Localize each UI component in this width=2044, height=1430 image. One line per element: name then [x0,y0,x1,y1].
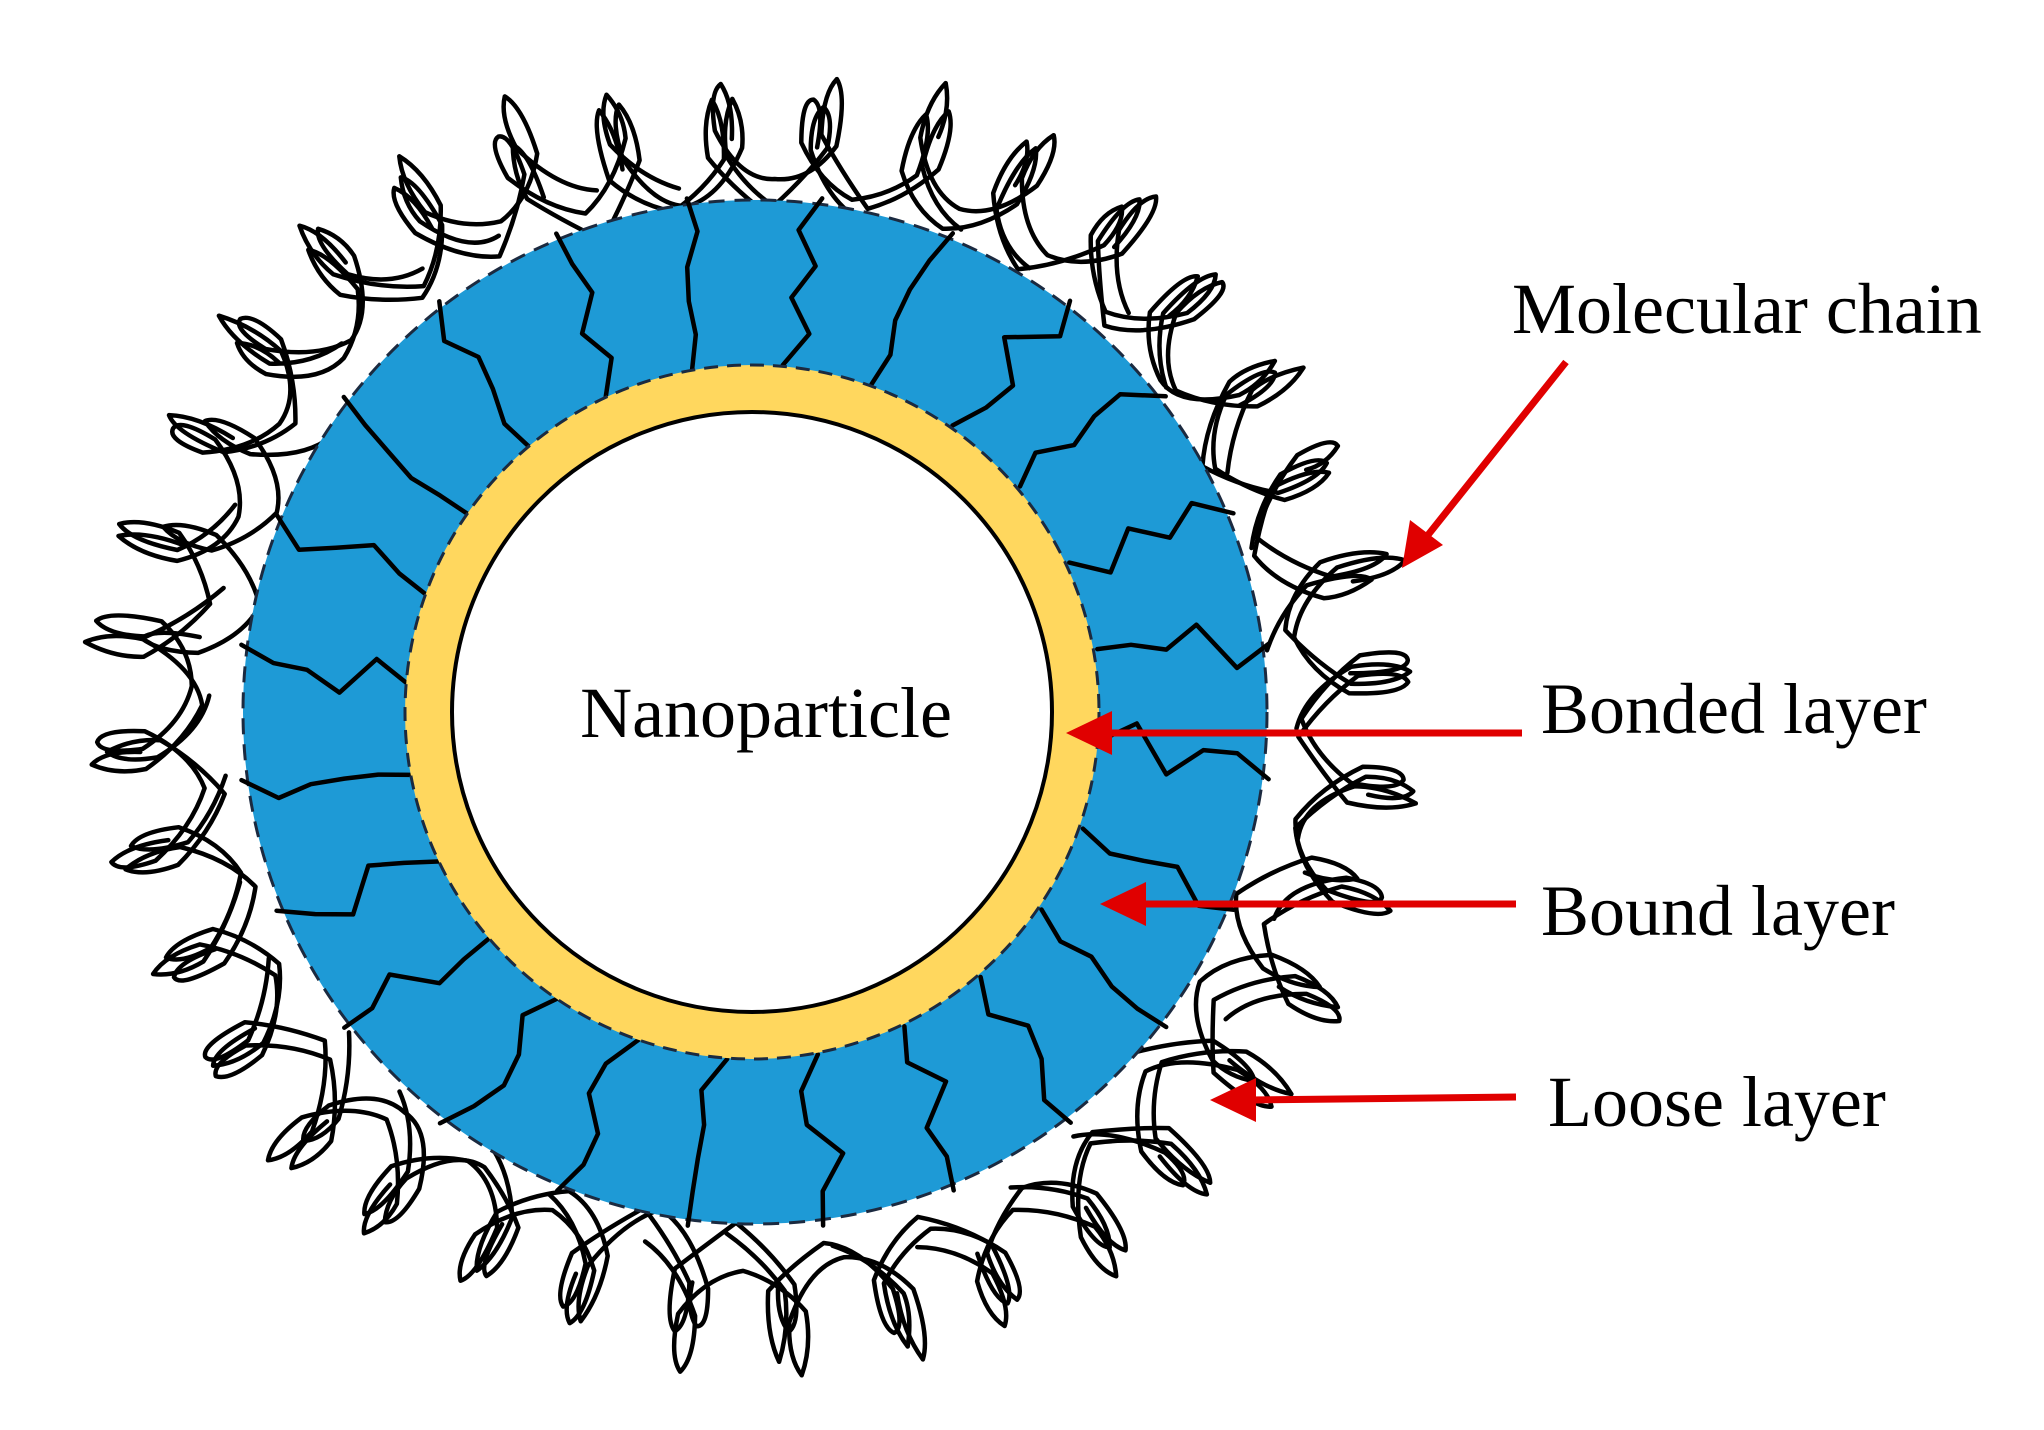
bound-chain-segment [1067,500,1236,575]
loose-chain-loop [1271,650,1411,922]
bound-layer-arrow [1100,882,1516,926]
bound-chain-segment [902,1024,956,1193]
bound-chain-segment [1039,907,1169,1030]
bound-chain-segment [342,935,493,1030]
loose-chain-loop [116,313,344,564]
bound-chain-segment [239,772,415,801]
loose-chain-loop [93,585,226,870]
loose-chain-loop [1253,439,1413,731]
bound-chain-segment [341,394,471,517]
bound-chain-segment [780,196,825,368]
loose-chain-loop [1223,774,1416,1024]
loose-chain-loop [915,1138,1210,1329]
molecular-chain-arrow [1402,359,1569,568]
loose-chain-loop [82,502,238,774]
loose-layer-label: Loose layer [1548,1062,1886,1142]
bound-chain-segment [1099,721,1271,782]
loose-chain-loop [724,1214,1012,1365]
loose-chain-loop [391,92,682,260]
bonded-layer-arrow [1066,711,1522,755]
bound-chain-segment [684,196,700,372]
bound-chain-segment [978,974,1073,1125]
loose-chain-loop [918,80,1159,316]
bound-chain-segment [1095,622,1271,671]
loose-chain-loop [234,175,502,380]
nanoparticle-core [450,410,1054,1014]
bound-chain-segment [554,231,614,400]
bonded-layer-label: Bonded layer [1541,669,1927,749]
loose-chain-loop [1095,197,1306,475]
bound-chain-segment [950,298,1073,428]
bound-chain-segment [869,231,956,387]
loose-chain-loop [474,1140,711,1329]
bound-chain-segment [685,1056,730,1228]
loose-chain-loop [166,226,425,455]
bound-chain-segment [798,1052,846,1228]
loose-chain-loop [297,94,600,290]
bound-chain-segment [554,1037,641,1193]
bound-chain-segment [437,299,532,450]
loose-chain-loop [1211,369,1374,653]
nanoparticle-label: Nanoparticle [580,673,952,753]
loose-chain-loop [510,96,785,243]
loose-layer-arrow [1210,1078,1517,1122]
loose-chain-loop [990,139,1218,390]
bound-chain-segment [274,859,443,917]
loose-chain-loop [202,956,401,1236]
loose-chain-loop [642,1239,928,1378]
bound-chain-segment [1017,392,1168,489]
bound-layer-chains [239,196,1271,1228]
loose-chain-loop [150,879,338,1171]
loose-layer-chains [82,76,1419,1378]
molecular-chain-label: Molecular chain [1512,269,1982,349]
bound-layer-label: Bound layer [1541,871,1895,951]
bound-chain-segment [239,642,411,695]
bound-chain-segment [437,996,560,1126]
bound-chain-segment [274,511,430,598]
